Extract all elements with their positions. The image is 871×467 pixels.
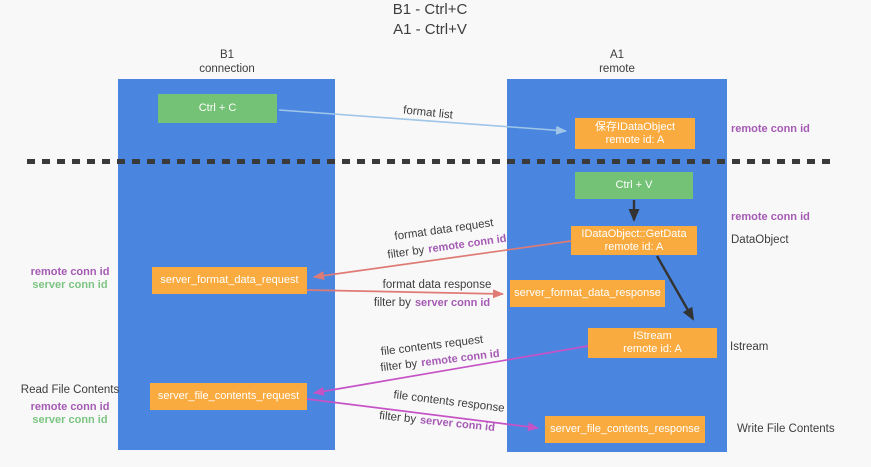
ctrl-c-label: Ctrl + C (198, 102, 237, 114)
file-contents-response-label: file contents response (392, 389, 506, 415)
diagram-title: B1 - Ctrl+C A1 - Ctrl+V (0, 0, 860, 40)
server-file-contents-response-label: server_file_contents_response (550, 423, 700, 435)
phase-separator-dashed-line (27, 159, 830, 164)
server-format-data-request-node: server_format_data_request (152, 267, 307, 294)
istream-node: IStream remote id: A (588, 328, 717, 358)
remote-conn-id-left-label-2: remote conn id (30, 401, 110, 413)
lane-a1-subtitle: remote (599, 63, 635, 75)
server-file-contents-response-node: server_file_contents_response (545, 416, 705, 443)
server-format-data-response-node: server_format_data_response (510, 280, 665, 307)
server-file-contents-request-node: server_file_contents_request (150, 383, 307, 410)
lane-b1-subtitle: connection (199, 63, 255, 75)
istream-line2: remote id: A (623, 343, 682, 355)
conn-id-pair-bottom: remote conn id server conn id (15, 401, 125, 427)
filter-by-text: filter by (386, 244, 426, 262)
dataobject-label: DataObject (731, 234, 789, 246)
lane-a1-name: A1 (609, 49, 625, 61)
remote-conn-id-right-label-2: remote conn id (731, 211, 810, 223)
server-conn-id-left-label-2: server conn id (32, 414, 108, 426)
lane-b1-name: B1 (219, 49, 235, 61)
title-line-1: B1 - Ctrl+C (392, 1, 468, 18)
server-conn-id-text: server conn id (419, 414, 496, 435)
write-file-contents-label: Write File Contents (737, 423, 835, 435)
ctrl-v-node: Ctrl + V (575, 172, 693, 199)
remote-conn-id-right-label-1: remote conn id (731, 123, 810, 135)
filter-by-text: filter by (373, 297, 411, 309)
server-format-data-request-label: server_format_data_request (160, 274, 299, 286)
format-data-response-label: format data response (382, 279, 492, 291)
save-idataobject-line1: 保存IDataObject (594, 120, 676, 133)
getdata-line1: IDataObject::GetData (581, 227, 687, 240)
istream-line1: IStream (633, 330, 672, 342)
idataobject-getdata-node: IDataObject::GetData remote id: A (571, 226, 697, 255)
conn-id-pair-top: remote conn id server conn id (15, 266, 125, 292)
istream-side-label: Istream (730, 341, 769, 353)
server-format-data-response-label: server_format_data_response (514, 287, 661, 299)
lane-header-a1: A1 remote (547, 48, 687, 76)
lane-header-b1: B1 connection (157, 48, 297, 76)
ctrl-c-node: Ctrl + C (158, 94, 277, 123)
save-idataobject-node: 保存IDataObject remote id: A (575, 118, 695, 149)
remote-conn-id-left-label-1: remote conn id (30, 266, 110, 278)
getdata-line2: remote id: A (604, 240, 664, 253)
filter-by-text: filter by (378, 409, 417, 426)
filter-by-text: filter by (379, 357, 419, 375)
ctrl-v-label: Ctrl + V (615, 179, 653, 191)
title-line-2: A1 - Ctrl+V (393, 21, 467, 38)
format-list-label: format list (402, 104, 454, 122)
server-conn-id-left-label-1: server conn id (32, 279, 108, 291)
server-file-contents-request-label: server_file_contents_request (157, 390, 300, 402)
read-file-contents-label: Read File Contents (20, 384, 120, 396)
save-idataobject-line2: remote id: A (605, 133, 665, 146)
server-conn-id-text: server conn id (414, 297, 491, 309)
